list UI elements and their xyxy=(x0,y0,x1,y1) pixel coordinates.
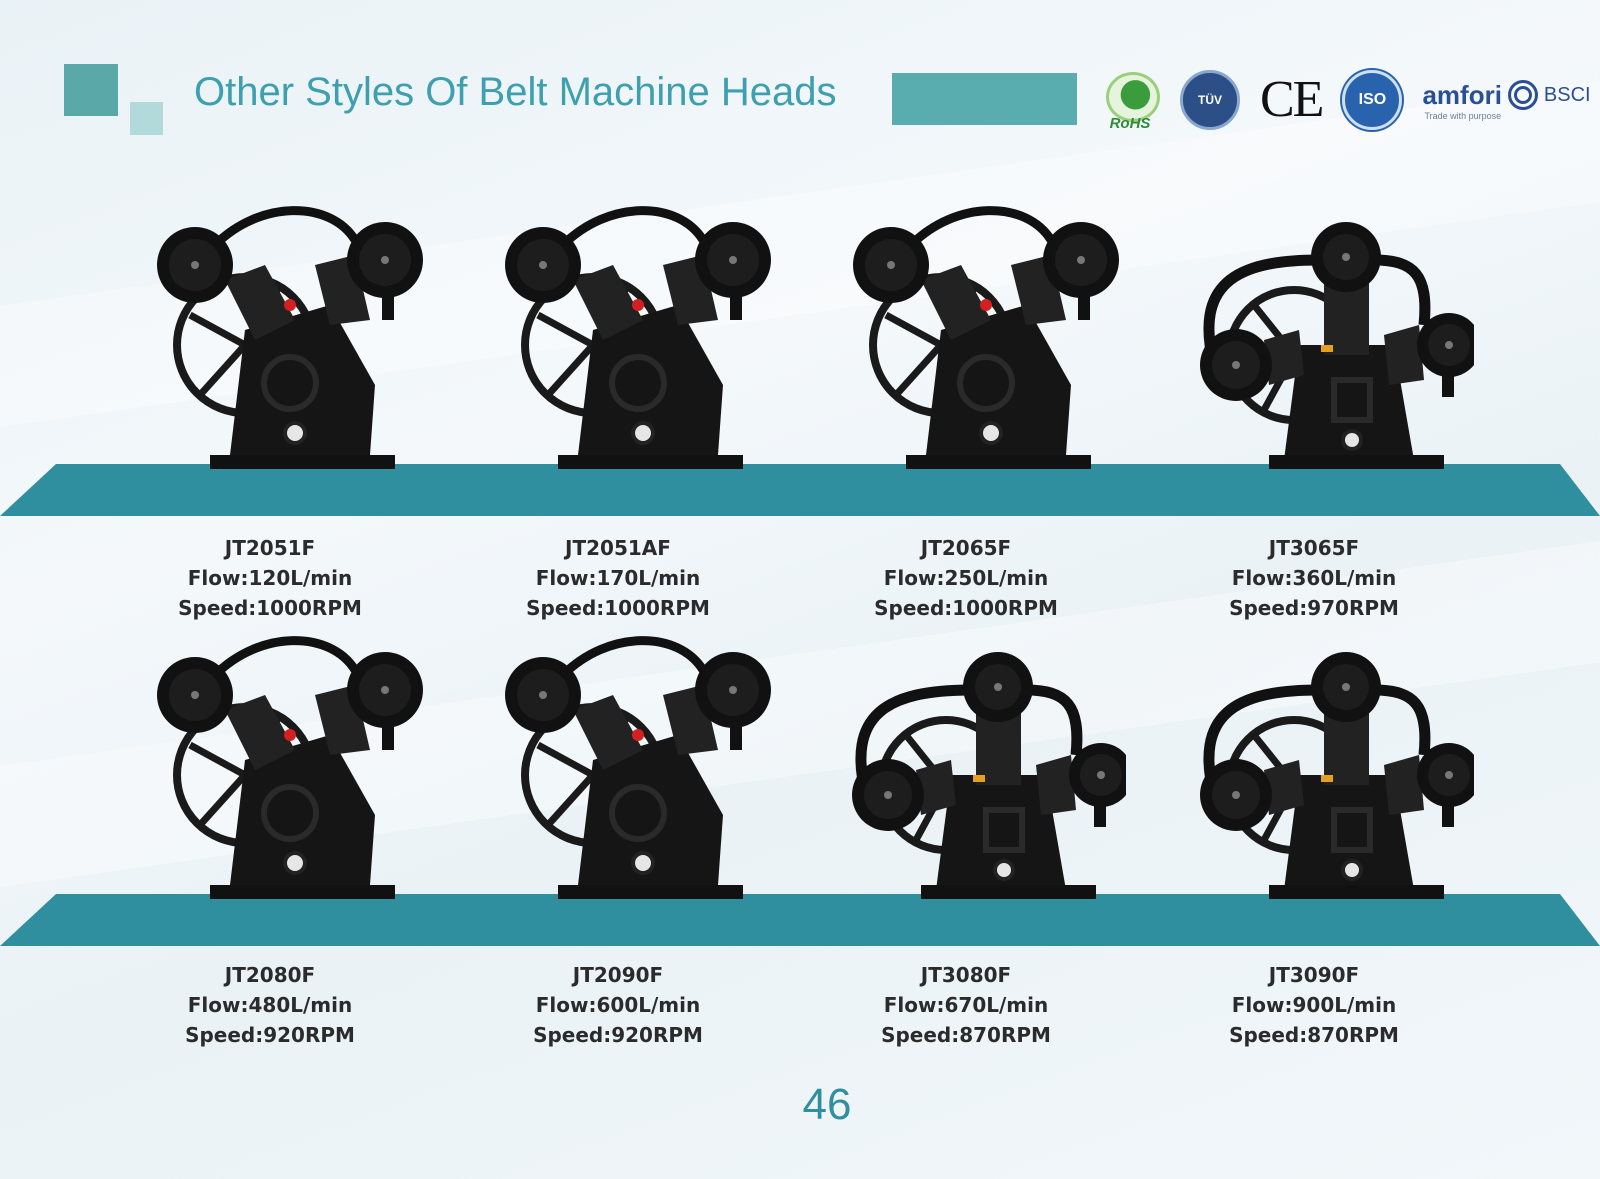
page-number: 46 xyxy=(802,1080,852,1129)
amfori-brand: amfori xyxy=(1422,79,1502,110)
amfori-bsci-logo: amfori BSCI Trade with purpose xyxy=(1422,80,1590,121)
compressor-triple-cylinder-icon xyxy=(1200,652,1481,899)
tuv-logo: TÜV xyxy=(1180,70,1240,130)
compressor-triple-cylinder-icon xyxy=(852,652,1133,899)
product-flow: Flow:250L/min xyxy=(883,566,1049,590)
product-flow: Flow:670L/min xyxy=(883,993,1049,1017)
product-model: JT3065F xyxy=(1268,536,1360,560)
ce-logo: CE xyxy=(1260,71,1324,128)
product-flow: Flow:360L/min xyxy=(1231,566,1397,590)
product-image xyxy=(478,635,778,905)
product-image xyxy=(826,205,1126,475)
product-speed: Speed:920RPM xyxy=(533,1023,703,1047)
product-speed: Speed:1000RPM xyxy=(178,596,362,620)
amfori-tagline: Trade with purpose xyxy=(1424,110,1502,121)
amfori-ring-icon xyxy=(1507,80,1538,110)
product-image xyxy=(478,205,778,475)
certification-logos: RoHS TÜV CE ISO amfori BSCI Trade with p… xyxy=(1100,68,1591,132)
product-flow: Flow:480L/min xyxy=(187,993,353,1017)
product-model: JT2090F xyxy=(572,963,664,987)
product-model: JT2080F xyxy=(224,963,316,987)
product-model: JT3090F xyxy=(1268,963,1360,987)
compressor-triple-cylinder-icon xyxy=(1200,222,1481,469)
product-speed: Speed:1000RPM xyxy=(526,596,710,620)
compressor-twin-cylinder-icon xyxy=(853,206,1119,469)
iso-logo: ISO xyxy=(1342,70,1403,130)
decor-square-large xyxy=(64,64,118,116)
leaf-icon xyxy=(1106,72,1160,122)
compressor-twin-cylinder-icon xyxy=(505,206,771,469)
rohs-logo: RoHS xyxy=(1100,70,1160,132)
product-flow: Flow:170L/min xyxy=(535,566,701,590)
decor-square-small xyxy=(130,102,163,135)
display-shelf-bottom xyxy=(0,894,1600,946)
compressor-twin-cylinder-icon xyxy=(505,636,771,899)
product-model: JT3080F xyxy=(920,963,1012,987)
title-accent-bar xyxy=(892,73,1077,125)
product-image xyxy=(826,635,1133,905)
product-model: JT2065F xyxy=(920,536,1012,560)
product-flow: Flow:600L/min xyxy=(535,993,701,1017)
page-title: Other Styles Of Belt Machine Heads xyxy=(194,70,837,114)
product-model: JT2051AF xyxy=(565,536,671,560)
product-speed: Speed:1000RPM xyxy=(874,596,1058,620)
amfori-bsci-label: BSCI xyxy=(1543,83,1591,106)
compressor-twin-cylinder-icon xyxy=(157,206,423,469)
product-model: JT2051F xyxy=(224,536,316,560)
product-flow: Flow:120L/min xyxy=(187,566,353,590)
product-flow: Flow:900L/min xyxy=(1231,993,1397,1017)
display-shelf-top xyxy=(0,464,1600,516)
product-speed: Speed:920RPM xyxy=(185,1023,355,1047)
product-speed: Speed:870RPM xyxy=(881,1023,1051,1047)
product-image xyxy=(1174,205,1481,475)
product-image xyxy=(130,635,430,905)
product-image xyxy=(1174,635,1481,905)
product-speed: Speed:870RPM xyxy=(1229,1023,1399,1047)
product-image xyxy=(130,205,430,475)
compressor-twin-cylinder-icon xyxy=(157,636,423,899)
rohs-label: RoHS xyxy=(1109,115,1151,132)
product-speed: Speed:970RPM xyxy=(1229,596,1399,620)
